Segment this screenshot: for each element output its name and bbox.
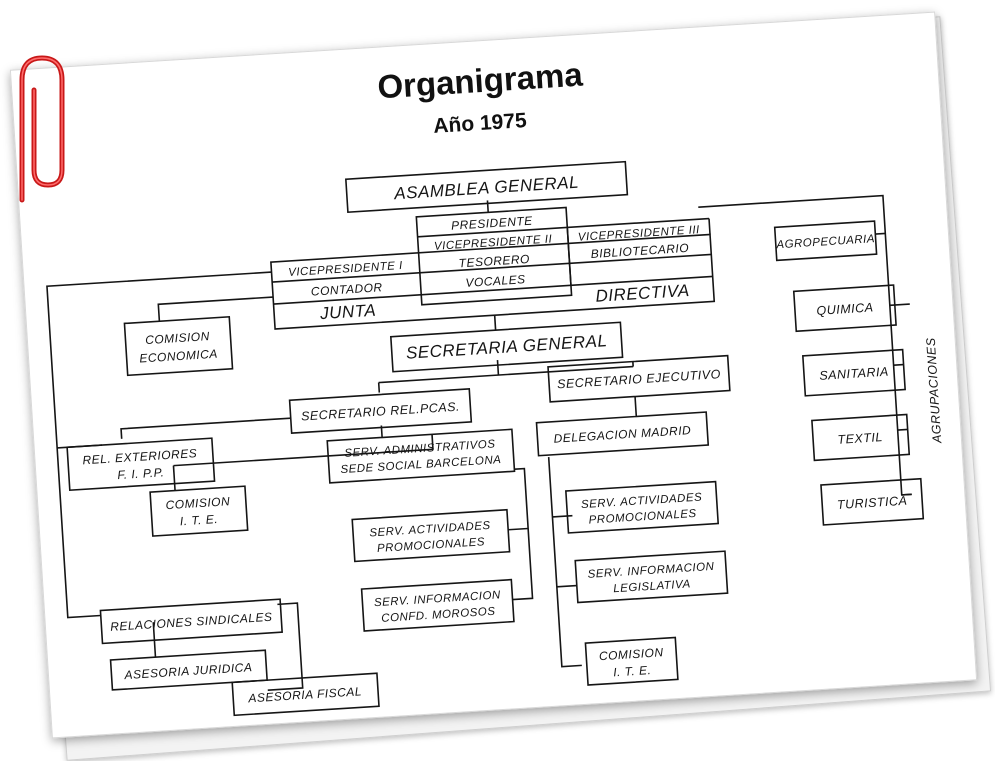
node-comision-economica-line1: COMISION	[145, 329, 210, 347]
node-vocales: VOCALES	[465, 272, 526, 290]
node-sanitaria: SANITARIA	[819, 365, 889, 383]
node-secretario-rel: SECRETARIO REL.PCAS.	[301, 400, 461, 424]
node-comision-ite-2-line1: COMISION	[599, 645, 664, 663]
node-contador: CONTADOR	[310, 280, 383, 298]
node-rel-exteriores-line1: REL. EXTERIORES	[82, 446, 198, 467]
node-serv-info-legislativa-line1: SERV. INFORMACION	[587, 561, 715, 581]
node-relaciones-sindicales: RELACIONES SINDICALES	[110, 610, 273, 634]
node-vicepresidente-1: VICEPRESIDENTE I	[288, 260, 404, 279]
node-comision-ite-1-line1: COMISION	[165, 494, 230, 512]
node-directiva: DIRECTIVA	[595, 281, 690, 306]
node-delegacion-madrid: DELEGACION MADRID	[553, 423, 691, 446]
node-vicepresidente-2: VICEPRESIDENTE II	[434, 233, 553, 252]
node-tesorero: TESORERO	[458, 252, 530, 270]
node-serv-info-morosos-line2: CONFD. MOROSOS	[381, 606, 496, 625]
node-rel-exteriores-line2: F. I. P.P.	[117, 465, 165, 482]
node-secretario-ejecutivo: SECRETARIO EJECUTIVO	[557, 367, 722, 391]
label-agrupaciones: AGRUPACIONES	[924, 337, 945, 445]
node-serv-actividades-mad-line2: PROMOCIONALES	[588, 508, 697, 527]
node-agropecuaria: AGROPECUARIA	[775, 233, 875, 251]
node-asesoria-juridica: ASESORIA JURIDICA	[123, 660, 253, 682]
paperclip-icon	[0, 50, 70, 210]
node-junta: JUNTA	[319, 301, 377, 324]
node-serv-actividades-bcn-line2: PROMOCIONALES	[377, 536, 486, 555]
node-comision-ite-2-line2: I. T. E.	[613, 663, 652, 679]
node-bibliotecario: BIBLIOTECARIO	[590, 241, 689, 261]
node-comision-ite-1-line2: I. T. E.	[179, 512, 218, 528]
node-asesoria-fiscal: ASESORIA FISCAL	[247, 684, 362, 705]
node-comision-economica-line2: ECONOMICA	[139, 347, 218, 366]
node-secretaria-general: SECRETARIA GENERAL	[405, 331, 608, 363]
node-textil: TEXTIL	[837, 430, 883, 447]
node-turistica: TURISTICA	[837, 494, 908, 512]
node-serv-info-legislativa-line2: LEGISLATIVA	[613, 578, 691, 595]
node-quimica: QUIMICA	[816, 300, 874, 318]
